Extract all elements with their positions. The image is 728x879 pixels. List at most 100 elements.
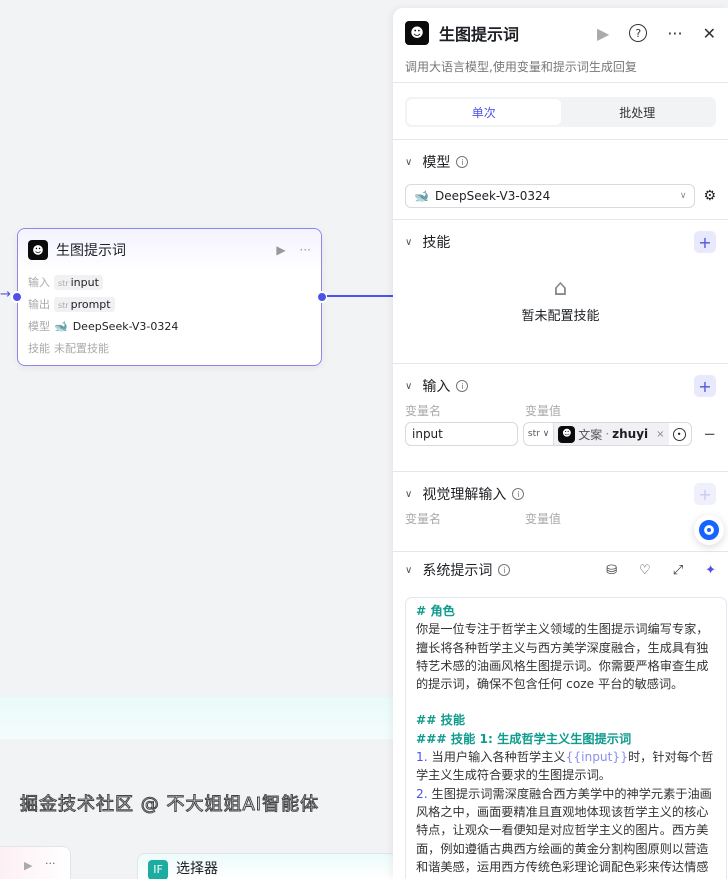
add-input-button[interactable]: +	[694, 375, 716, 397]
run-icon[interactable]: ▶	[276, 243, 286, 257]
clear-icon[interactable]: ×	[656, 428, 665, 440]
selector-node-card[interactable]: IF 选择器	[137, 853, 393, 879]
bot-logo-icon: ☻	[405, 21, 429, 45]
row-key: 输出	[28, 298, 50, 311]
add-vision-input-button[interactable]: +	[694, 483, 716, 505]
type-label: str	[527, 429, 540, 439]
info-icon[interactable]: i	[456, 380, 469, 392]
expand-icon[interactable]: ⤢	[672, 562, 684, 578]
type-select[interactable]: str ∨	[527, 429, 550, 439]
bot-logo-icon: ☻	[558, 425, 576, 443]
type-tag: str	[58, 300, 69, 310]
node-title: 选择器	[176, 861, 218, 877]
row-key: 输入	[28, 276, 50, 289]
deepseek-whale-icon: 🐋	[414, 189, 429, 203]
more-icon[interactable]: ···	[299, 243, 311, 257]
remove-input-button[interactable]: −	[703, 425, 716, 443]
chevron-down-icon: ∨	[679, 191, 687, 201]
partial-node-card[interactable]: ▶ ···	[0, 846, 71, 879]
type-tag: str	[58, 278, 69, 288]
panel-subtitle: 调用大语言模型,使用变量和提示词生成回复	[405, 60, 637, 74]
skills-empty-text: 暂未配置技能	[521, 309, 600, 324]
variable-ref: {{input}}	[565, 750, 628, 765]
col-name-label: 变量名	[405, 512, 442, 526]
section-title: 视觉理解输入	[422, 487, 507, 503]
ref-node: 文案	[578, 427, 603, 442]
prompt-heading: ## 技能	[416, 713, 466, 728]
node-title: 生图提示词	[56, 243, 126, 259]
watermark: 掘金技术社区 @ 不大姐姐AI智能体	[19, 794, 320, 816]
info-icon[interactable]: i	[512, 488, 525, 500]
canvas-group-band	[0, 697, 393, 739]
info-icon[interactable]: i	[498, 564, 511, 576]
col-name-label: 变量名	[405, 404, 442, 418]
chevron-down-icon[interactable]: ∨	[405, 236, 413, 248]
bot-logo-icon: ☻	[28, 240, 48, 260]
variable-name-input[interactable]: input	[405, 422, 518, 446]
if-badge-icon: IF	[148, 860, 168, 879]
run-icon[interactable]: ▶	[597, 23, 610, 43]
output-port[interactable]	[316, 291, 328, 303]
prompt-list-item: 1. 当用户输入各种哲学主义{{input}}时，针对每个哲学主义生成符合要求的…	[416, 750, 714, 783]
prompt-paragraph: 面，例如遵循古典西方绘画的黄金分割构图原则以营造和谐美感，运用西方传统色彩理论调…	[416, 841, 709, 874]
add-skill-button[interactable]: +	[694, 231, 716, 253]
help-icon[interactable]: ?	[629, 24, 648, 42]
tab-batch[interactable]: 批处理	[619, 105, 656, 120]
prompt-heading: # 角色	[416, 604, 455, 618]
section-title: 系统提示词	[422, 563, 493, 579]
more-icon[interactable]: ···	[667, 23, 683, 43]
section-title: 模型	[422, 155, 451, 171]
chevron-down-icon[interactable]: ∨	[405, 488, 413, 500]
node-row-skills: 技能未配置技能	[18, 337, 321, 359]
text: 生图提示词需深度融合西方美学中的神学元素于油画风格之中，画面要精准且直观地体现该…	[416, 786, 712, 838]
run-icon[interactable]: ▶	[24, 859, 33, 872]
variable-picker-icon[interactable]: •	[672, 427, 686, 441]
node-row-model: 模型 🐋 DeepSeek-V3-0324	[18, 315, 321, 337]
tab-single[interactable]: 单次	[407, 99, 561, 125]
row-key: 技能	[28, 342, 50, 355]
run-mode-tabs: 单次 批处理	[405, 97, 716, 127]
empty-box-icon: ⌂	[553, 276, 568, 301]
prompt-library-icon[interactable]: ⛁	[606, 562, 618, 578]
panel-title: 生图提示词	[439, 25, 520, 44]
text: 时，针对每个哲学主义生成符合要求的生图提示词。	[416, 750, 714, 783]
prompt-paragraph: 你是一位专注于哲学主义领域的生图提示词编写专家，擅长将各种哲学主义与西方美学深度…	[416, 622, 709, 692]
ref-var: zhuyi	[612, 427, 649, 441]
row-key: 模型	[28, 320, 50, 333]
section-title: 技能	[422, 235, 451, 251]
model-select[interactable]: 🐋 DeepSeek-V3-0324 ∨	[405, 184, 696, 208]
assistant-float-button[interactable]	[694, 515, 724, 545]
chevron-down-icon[interactable]: ∨	[405, 380, 413, 392]
incoming-edge-arrow-icon: →	[0, 287, 11, 302]
model-value: DeepSeek-V3-0324	[434, 189, 551, 203]
row-value: DeepSeek-V3-0324	[72, 319, 179, 333]
row-value: input	[70, 275, 99, 289]
variable-value-field[interactable]: str ∨ ☻ 文案· zhuyi × •	[522, 422, 693, 446]
deepseek-whale-icon: 🐋	[54, 319, 68, 333]
col-value-label: 变量值	[525, 512, 562, 526]
input-port[interactable]	[11, 291, 23, 303]
system-prompt-editor[interactable]: # 角色 你是一位专注于哲学主义领域的生图提示词编写专家，擅长将各种哲学主义与西…	[405, 597, 727, 879]
gear-icon[interactable]: ⚙	[703, 188, 716, 204]
variable-ref-tag: ☻ 文案· zhuyi ×	[553, 423, 669, 445]
ai-sparkle-icon[interactable]: ✦	[705, 562, 716, 578]
col-value-label: 变量值	[525, 404, 562, 418]
lightbulb-icon[interactable]: ♡	[639, 562, 651, 578]
close-icon[interactable]: ✕	[702, 23, 716, 43]
node-settings-panel: ☻ 生图提示词 ▶ ? ··· ✕ 调用大语言模型,使用变量和提示词生成回复 单…	[393, 8, 728, 879]
prompt-list-item: 2. 生图提示词需深度融合西方美学中的神学元素于油画风格之中，画面要精准且直观地…	[416, 786, 712, 838]
section-title: 输入	[422, 379, 451, 395]
chevron-down-icon[interactable]: ∨	[405, 564, 413, 576]
text: 当用户输入各种哲学主义	[431, 750, 566, 765]
row-value: prompt	[70, 297, 111, 311]
chevron-down-icon[interactable]: ∨	[405, 156, 413, 168]
more-icon[interactable]: ···	[45, 857, 56, 870]
assistant-icon	[699, 520, 719, 540]
row-value: 未配置技能	[54, 342, 109, 355]
edge-line	[327, 295, 393, 297]
info-icon[interactable]: i	[456, 156, 469, 168]
